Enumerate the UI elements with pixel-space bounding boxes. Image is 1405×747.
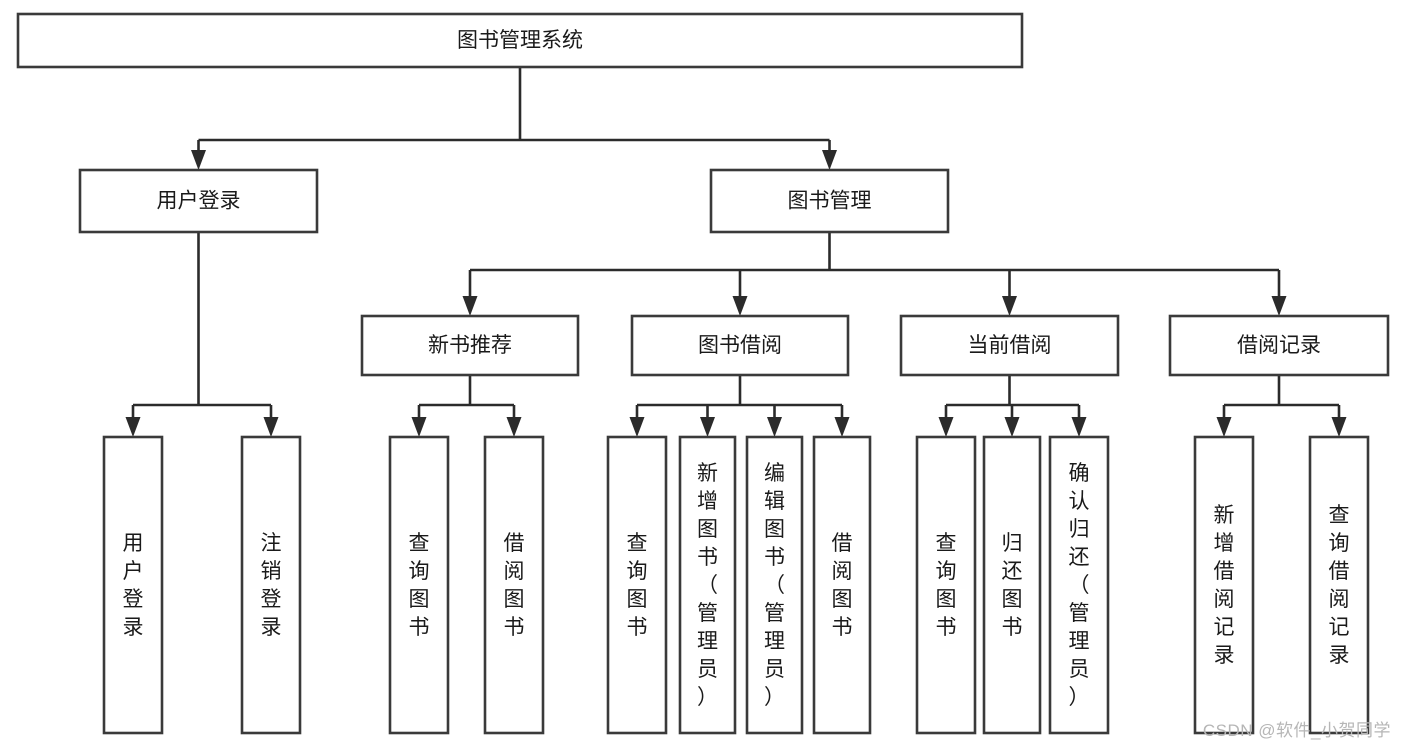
node-level2-1[interactable]: 图书管理 [709, 168, 950, 234]
node-leaf-book-borrow-1-label: 新增图书（管理员） [697, 462, 718, 709]
node-level2-1-rect [709, 168, 950, 234]
node-leaf-book-borrow-0-rect [606, 435, 668, 735]
node-leaf-current-borrow-1[interactable]: 归还图书 [982, 435, 1042, 735]
root-arrow-0 [191, 150, 206, 170]
user-login-arrow-1 [263, 417, 279, 437]
new_book_recommend-arrow-0 [411, 417, 427, 437]
node-leaf-new-book-recommend-0-rect [388, 435, 450, 735]
node-level2-0[interactable]: 用户登录 [78, 168, 319, 234]
node-leaf-current-borrow-2[interactable]: 确认归还（管理员） [1048, 435, 1110, 735]
node-leaf-new-book-recommend-1-rect [483, 435, 545, 735]
borrow_record-arrow-1 [1331, 417, 1347, 437]
node-leaf-current-borrow-0-label: 查询图书 [936, 532, 957, 639]
node-leaf-borrow-record-0[interactable]: 新增借阅记录 [1193, 435, 1255, 735]
current_borrow-arrow-2 [1071, 417, 1087, 437]
node-leaf-current-borrow-1-rect [982, 435, 1042, 735]
node-leaf-borrow-record-0-label: 新增借阅记录 [1214, 504, 1235, 667]
node-leaf-borrow-record-1-label: 查询借阅记录 [1329, 504, 1350, 667]
node-level3-2-label: 当前借阅 [968, 334, 1052, 357]
book_borrow-arrow-0 [629, 417, 645, 437]
current_borrow-arrow-0 [938, 417, 954, 437]
node-level3-2[interactable]: 当前借阅 [899, 314, 1120, 377]
node-leaf-book-borrow-2[interactable]: 编辑图书（管理员） [745, 435, 804, 735]
node-leaf-user-login-0-rect [102, 435, 164, 735]
nodes-layer: 图书管理系统用户登录图书管理新书推荐图书借阅当前借阅借阅记录用户登录注销登录查询… [16, 12, 1390, 735]
node-root-label: 图书管理系统 [457, 29, 583, 52]
node-leaf-user-login-0[interactable]: 用户登录 [102, 435, 164, 735]
node-leaf-book-borrow-3-label: 借阅图书 [832, 532, 853, 639]
node-leaf-book-borrow-3[interactable]: 借阅图书 [812, 435, 872, 735]
node-leaf-book-borrow-1-rect [678, 435, 737, 735]
node-leaf-current-borrow-0[interactable]: 查询图书 [915, 435, 977, 735]
user-login-arrow-0 [125, 417, 141, 437]
new_book_recommend-arrow-1 [506, 417, 522, 437]
connectors-layer [125, 67, 1347, 437]
node-leaf-borrow-record-1[interactable]: 查询借阅记录 [1308, 435, 1370, 735]
book_borrow-arrow-3 [834, 417, 850, 437]
root-arrow-1 [822, 150, 837, 170]
node-level2-0-rect [78, 168, 319, 234]
node-leaf-borrow-record-1-rect [1308, 435, 1370, 735]
book-mgmt-arrow-1 [732, 296, 748, 316]
book-mgmt-arrow-0 [462, 296, 478, 316]
node-leaf-new-book-recommend-1[interactable]: 借阅图书 [483, 435, 545, 735]
node-leaf-book-borrow-1[interactable]: 新增图书（管理员） [678, 435, 737, 735]
node-root-rect [16, 12, 1024, 69]
node-leaf-current-borrow-1-label: 归还图书 [1002, 532, 1023, 639]
node-level3-1-label: 图书借阅 [698, 334, 782, 357]
node-leaf-book-borrow-2-rect [745, 435, 804, 735]
node-level2-0-label: 用户登录 [157, 190, 241, 213]
node-level3-0-rect [360, 314, 580, 377]
node-level3-1[interactable]: 图书借阅 [630, 314, 850, 377]
node-level3-1-rect [630, 314, 850, 377]
node-leaf-current-borrow-0-rect [915, 435, 977, 735]
node-leaf-book-borrow-0[interactable]: 查询图书 [606, 435, 668, 735]
book-mgmt-arrow-3 [1271, 296, 1287, 316]
node-leaf-new-book-recommend-1-label: 借阅图书 [504, 532, 525, 639]
node-leaf-new-book-recommend-0[interactable]: 查询图书 [388, 435, 450, 735]
node-leaf-new-book-recommend-0-label: 查询图书 [409, 532, 430, 639]
node-leaf-book-borrow-2-label: 编辑图书（管理员） [764, 462, 785, 709]
node-leaf-user-login-0-label: 用户登录 [123, 532, 144, 639]
node-level3-2-rect [899, 314, 1120, 377]
node-leaf-user-login-1-rect [240, 435, 302, 735]
node-leaf-user-login-1[interactable]: 注销登录 [240, 435, 302, 735]
node-level3-3-rect [1168, 314, 1390, 377]
current_borrow-arrow-1 [1004, 417, 1020, 437]
node-leaf-borrow-record-0-rect [1193, 435, 1255, 735]
node-leaf-book-borrow-3-rect [812, 435, 872, 735]
node-leaf-user-login-1-label: 注销登录 [261, 532, 282, 639]
node-leaf-current-borrow-2-rect [1048, 435, 1110, 735]
book_borrow-arrow-1 [700, 417, 715, 437]
borrow_record-arrow-0 [1216, 417, 1232, 437]
book-mgmt-arrow-2 [1002, 296, 1017, 316]
node-leaf-current-borrow-2-label: 确认归还（管理员） [1069, 462, 1090, 709]
book_borrow-arrow-2 [767, 417, 782, 437]
node-level3-0[interactable]: 新书推荐 [360, 314, 580, 377]
node-root[interactable]: 图书管理系统 [16, 12, 1024, 69]
node-level3-3[interactable]: 借阅记录 [1168, 314, 1390, 377]
node-level2-1-label: 图书管理 [788, 190, 872, 213]
node-level3-3-label: 借阅记录 [1237, 334, 1321, 357]
node-level3-0-label: 新书推荐 [428, 334, 512, 357]
node-leaf-book-borrow-0-label: 查询图书 [627, 532, 648, 639]
